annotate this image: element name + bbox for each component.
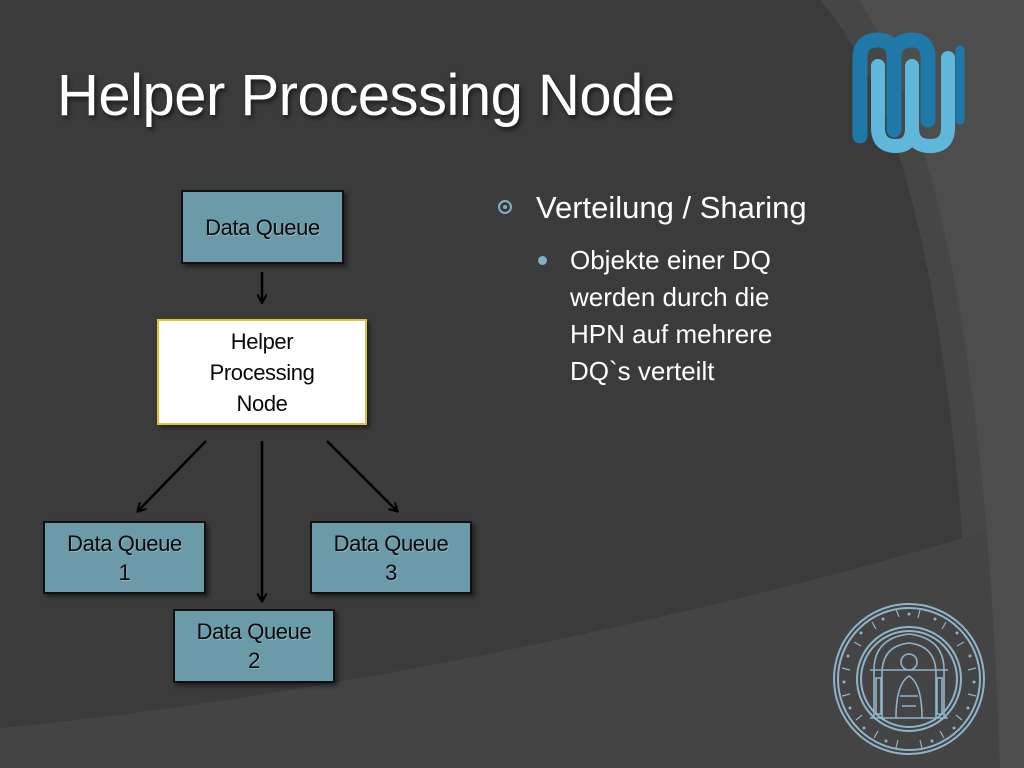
bullet-line: werden durch die xyxy=(570,282,770,312)
queue-3-label-line-2: 3 xyxy=(385,559,397,585)
bullet-line: DQ`s verteilt xyxy=(570,356,715,386)
queue-3-label-line-1: Data Queue xyxy=(333,530,449,556)
bullet-level-2-text: Objekte einer DQ werden durch die HPN au… xyxy=(570,242,830,390)
queue-2-label-line-1: Data Queue xyxy=(196,619,312,644)
slide-title: Helper Processing Node xyxy=(57,63,675,128)
helper-processing-node-box: Helper Processing Node xyxy=(157,319,367,425)
data-queue-1-box: Data Queue 1 xyxy=(43,521,206,594)
university-logo-icon xyxy=(852,32,965,154)
bullet-level-1-text: Verteilung / Sharing xyxy=(536,190,807,225)
data-queue-3-box: Data Queue 3 xyxy=(310,521,472,594)
queue-1-label-line-2: 1 xyxy=(118,559,131,585)
university-seal-icon xyxy=(833,603,985,755)
hpn-label-line-1: Helper xyxy=(230,328,294,354)
hpn-label-line-2: Processing xyxy=(209,359,315,385)
bullet-line: Objekte einer DQ xyxy=(570,245,771,275)
dot-bullet-icon xyxy=(538,256,547,265)
data-queue-2-box: Data Queue 2 xyxy=(173,609,335,683)
circle-bullet-icon xyxy=(498,200,512,214)
queue-2-label-line-2: 2 xyxy=(248,648,260,673)
data-queue-label: Data Queue xyxy=(205,214,320,240)
data-queue-box: Data Queue xyxy=(181,190,344,264)
hpn-label-line-3: Node xyxy=(236,390,288,416)
queue-1-label-line-1: Data Queue xyxy=(67,530,182,556)
bullet-line: HPN auf mehrere xyxy=(570,319,773,349)
